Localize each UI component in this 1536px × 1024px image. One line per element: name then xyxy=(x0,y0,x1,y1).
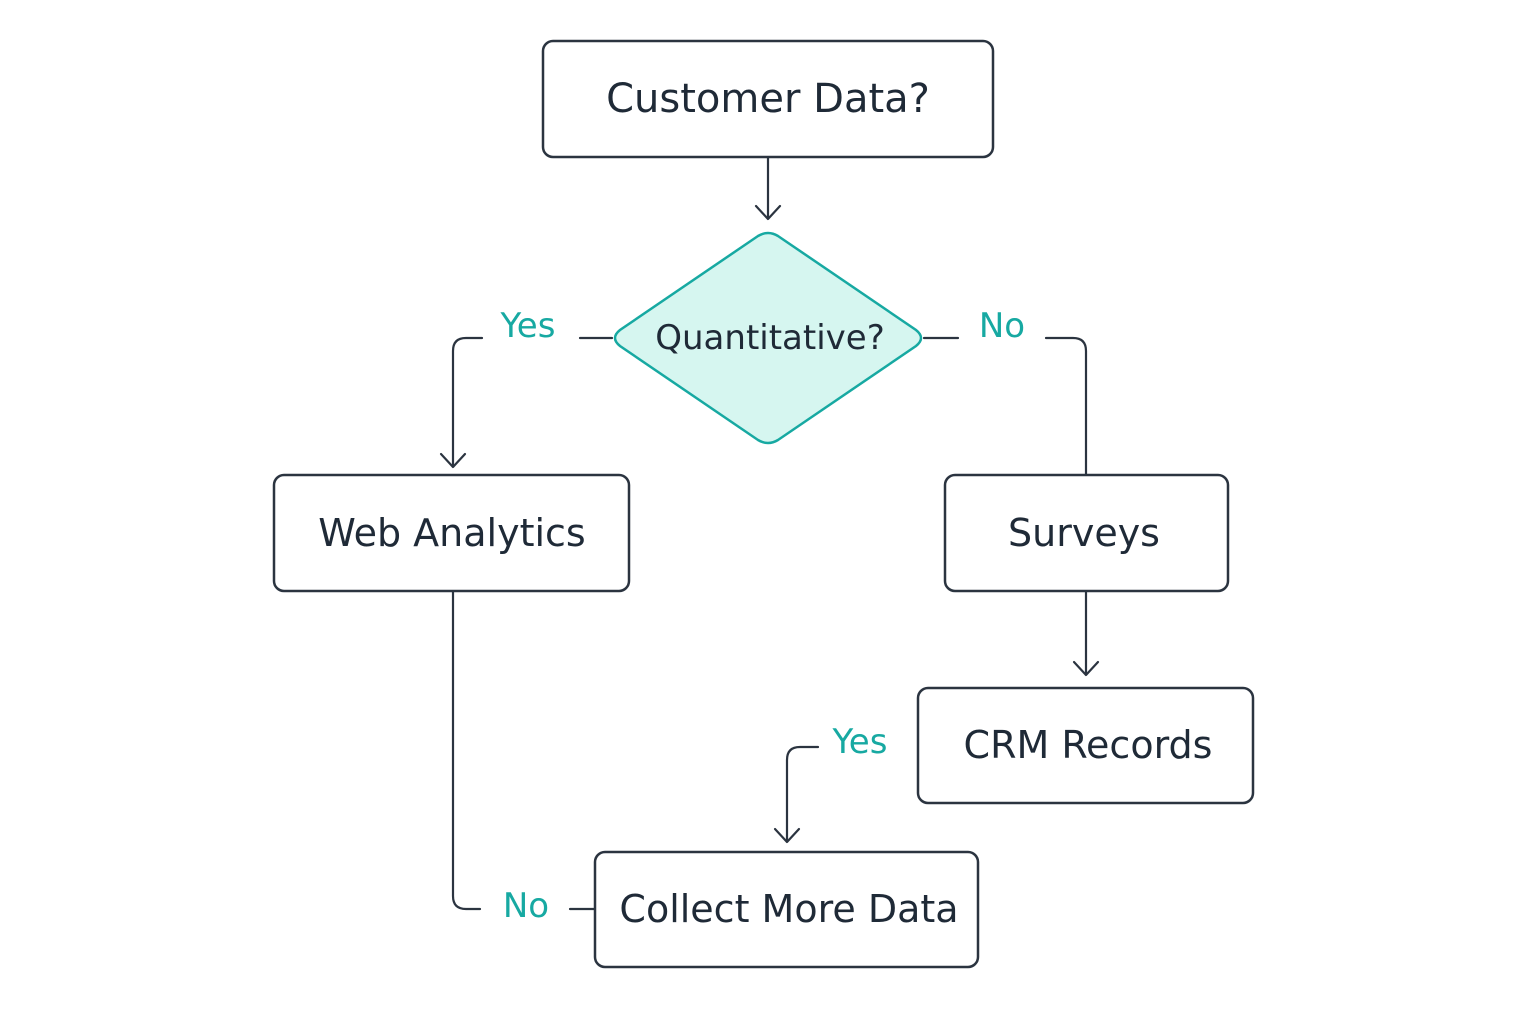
arrowhead-down xyxy=(754,204,782,221)
edge-label-quantitative-yes: Yes xyxy=(500,306,556,346)
connectors xyxy=(439,156,1100,911)
decision-quantitative-label: Quantitative? xyxy=(655,318,885,358)
node-collect-more-data xyxy=(593,850,980,969)
node-surveys-label: Surveys xyxy=(1008,511,1160,555)
edge-label-quantitative-no: No xyxy=(979,306,1025,346)
connector-yes-to-web-analytics xyxy=(451,336,484,468)
connector-no-to-surveys xyxy=(1044,336,1088,476)
connector-web-analytics-down xyxy=(451,590,482,911)
arrowhead-down xyxy=(439,452,467,469)
connector-crm-yes xyxy=(785,745,820,843)
edge-labels: Yes No Yes No xyxy=(500,306,1026,926)
edge-label-web-analytics-no: No xyxy=(503,886,549,926)
node-customer-data xyxy=(541,39,995,159)
node-web-analytics-label: Web Analytics xyxy=(318,511,585,555)
nodes: Customer Data? Quantitative? Web Analyti… xyxy=(272,39,1255,969)
arrowhead-down xyxy=(773,827,801,844)
node-customer-data-label: Customer Data? xyxy=(606,76,930,122)
edge-label-crm-yes: Yes xyxy=(832,722,888,762)
node-crm-records-label: CRM Records xyxy=(964,723,1213,767)
node-crm-records xyxy=(916,686,1255,805)
node-web-analytics xyxy=(272,473,631,593)
decision-quantitative xyxy=(613,231,923,445)
node-surveys xyxy=(943,473,1230,593)
arrowhead-down xyxy=(1072,660,1100,677)
node-collect-more-data-label: Collect More Data xyxy=(619,887,958,931)
